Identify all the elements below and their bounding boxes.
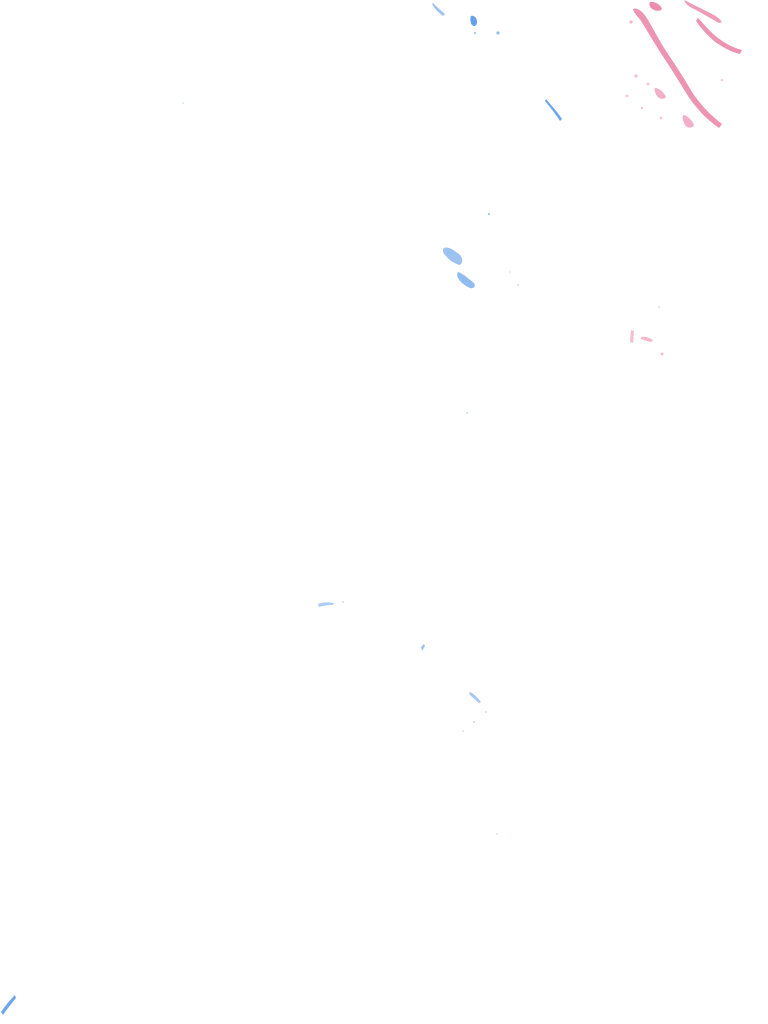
pink-echo-dot [509, 271, 511, 273]
pink-precipitation-layer [509, 0, 742, 356]
pink-echo-cell [654, 88, 666, 99]
blue-echo-dot [473, 721, 475, 723]
blue-echo-cluster [442, 247, 463, 265]
blue-echo-dot [462, 730, 464, 732]
blue-echo-dot [487, 212, 491, 216]
pink-echo-dot [516, 283, 520, 287]
blue-echo-dot [182, 102, 184, 104]
blue-echo-dot [342, 601, 344, 603]
pink-echo-dot [660, 352, 664, 356]
blue-echo-top-cell [470, 15, 477, 26]
pink-echo-band [684, 0, 722, 23]
blue-echo-dot [485, 711, 487, 713]
blue-echo-streak [545, 99, 562, 121]
pink-echo-dot [646, 82, 650, 86]
pink-echo-dot [659, 116, 663, 120]
pink-echo-dot [658, 306, 660, 308]
blue-echo-dot [473, 31, 477, 35]
pink-echo-dot [640, 106, 644, 110]
pink-echo-dot [720, 78, 724, 82]
blue-echo-cluster [457, 272, 475, 289]
pink-echo-dot [625, 94, 629, 98]
pink-echo-cell [649, 1, 662, 11]
blue-echo-edge [1, 995, 16, 1015]
pink-echo-dot [629, 20, 633, 24]
blue-echo-fleck [469, 692, 481, 703]
pink-echo-band [696, 18, 742, 54]
blue-precipitation-layer [1, 3, 562, 1015]
blue-echo-top [432, 3, 445, 16]
pink-echo-band [633, 8, 722, 128]
blue-echo-dot [466, 412, 468, 414]
pink-echo-fleck [630, 330, 634, 343]
blue-echo-fleck [421, 644, 425, 651]
pink-echo-dot [634, 74, 638, 78]
blue-echo-dot [496, 833, 498, 835]
pink-echo-fleck [641, 336, 653, 342]
blue-echo-fleck [318, 602, 334, 607]
blue-echo-dot [496, 31, 500, 35]
pink-echo-cell [682, 115, 694, 128]
